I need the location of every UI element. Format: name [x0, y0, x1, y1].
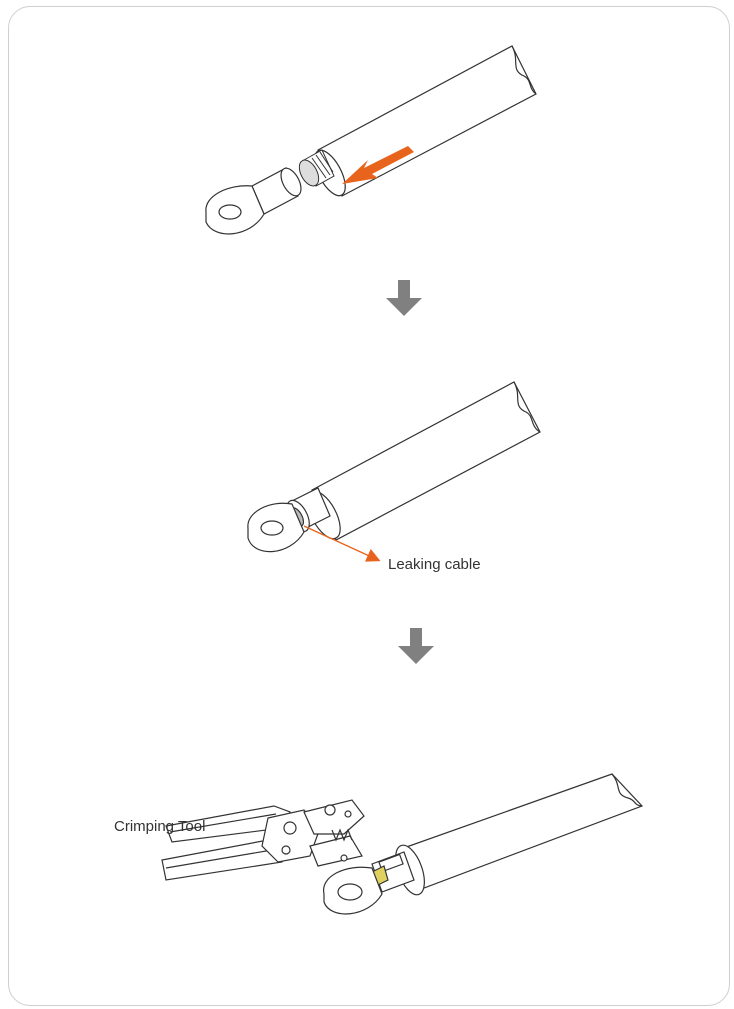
step-arrow-2 — [398, 628, 434, 664]
step-arrow-1 — [386, 280, 422, 316]
crimping-tool — [162, 800, 364, 880]
crimping-tool-label: Crimping Tool — [114, 818, 205, 835]
step3-cable — [390, 774, 642, 899]
step2-ring-terminal — [248, 488, 330, 552]
step2-cable — [301, 382, 540, 544]
step1-cable — [309, 46, 536, 200]
step1-ring-terminal — [206, 165, 305, 234]
leaking-cable-label: Leaking cable — [388, 556, 481, 573]
